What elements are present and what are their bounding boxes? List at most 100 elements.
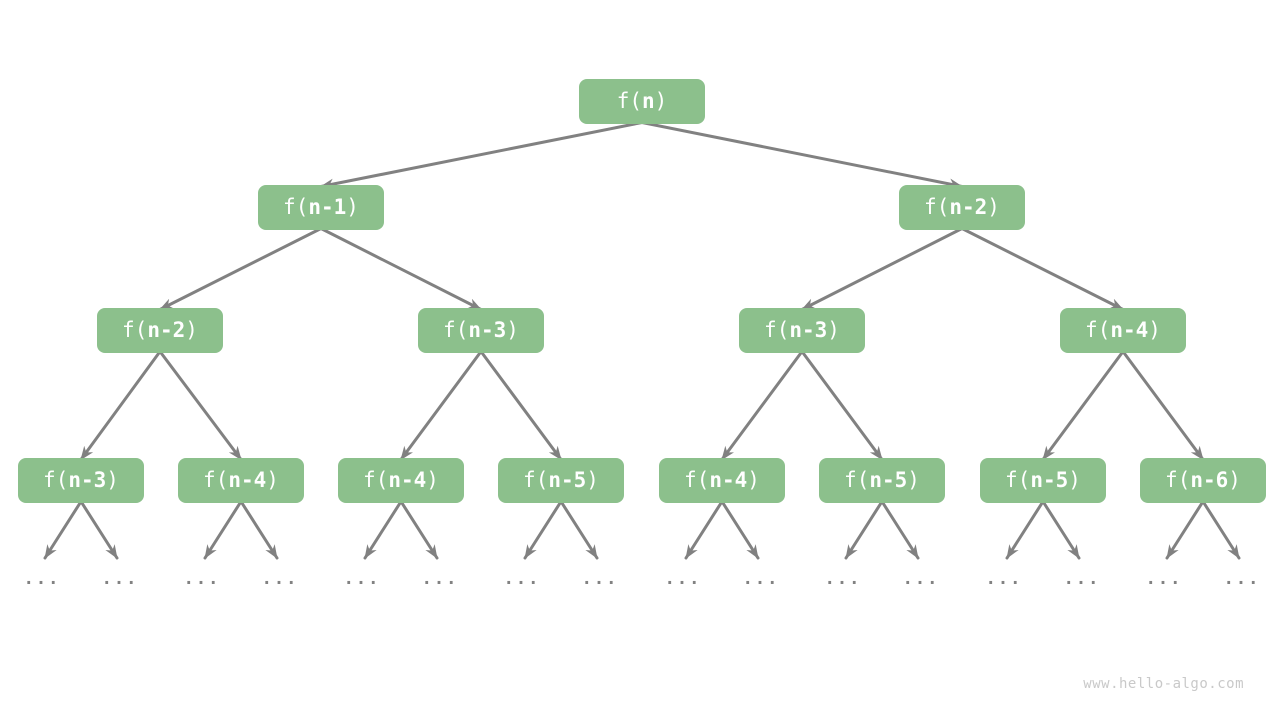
tree-node: f(n-3) [418,307,544,353]
edge-arrow [479,350,563,461]
edge-arrow [1041,350,1125,461]
tree-node: f(n-4) [178,457,304,503]
tree-node: f(n-3) [18,457,144,503]
node-label-suffix: ) [106,467,119,492]
edge-arrow [800,350,884,461]
edge-arrow [684,500,724,560]
edge-arrow [319,227,483,311]
ellipsis-leaf: ... [824,569,862,589]
edge-arrow [79,350,162,461]
node-label-suffix: ) [1228,467,1241,492]
node-label-arg: n-4 [228,467,267,492]
edge-arrow [1201,500,1241,560]
tree-node: f(n-5) [498,457,624,503]
ellipsis-leaf: ... [742,569,780,589]
node-label-suffix: ) [747,467,760,492]
ellipsis-leaf: ... [1063,569,1101,589]
ellipsis-leaf: ... [1223,569,1261,589]
node-label-prefix: f( [844,467,870,492]
ellipsis-leaf: ... [23,569,61,589]
node-label-arg: n-4 [709,467,748,492]
tree-node: f(n-1) [258,184,384,230]
node-label-arg: n-3 [789,317,828,342]
node-label-suffix: ) [654,88,668,113]
tree-node: f(n) [579,78,705,124]
node-label-suffix: ) [586,467,599,492]
node-label-prefix: f( [283,194,309,219]
node-label-suffix: ) [1148,317,1161,342]
ellipsis-leaf: ... [421,569,459,589]
node-label-arg: n-5 [1030,467,1069,492]
node-label-suffix: ) [506,317,519,342]
edge-arrow [79,500,119,560]
edge-arrow [1121,350,1205,461]
node-label-prefix: f( [443,317,469,342]
ellipsis-leaf: ... [343,569,381,589]
node-label-suffix: ) [266,467,279,492]
edge-arrow [523,500,563,560]
watermark: www.hello-algo.com [1083,676,1244,692]
ellipsis-leaf: ... [101,569,139,589]
edge-arrow [1165,500,1205,560]
tree-node: f(n-4) [659,457,785,503]
tree-node: f(n-3) [739,307,865,353]
ellipsis-leaf: ... [581,569,619,589]
node-label-prefix: f( [203,467,229,492]
node-label-prefix: f( [1085,317,1111,342]
edge-arrow [239,500,279,560]
node-label-arg: n-5 [548,467,587,492]
edge-arrow [399,350,483,461]
node-label-suffix: ) [346,194,359,219]
edge-arrow [800,227,964,311]
node-label-suffix: ) [426,467,439,492]
node-label-arg: n-4 [1110,317,1149,342]
tree-node: f(n-5) [980,457,1106,503]
node-label-prefix: f( [1005,467,1031,492]
tree-node: f(n-4) [338,457,464,503]
edge-arrow [363,500,403,560]
edge-arrow [158,227,323,311]
node-label-arg: n-3 [68,467,107,492]
node-label-arg: n-1 [308,194,347,219]
node-label-arg: n-6 [1190,467,1229,492]
edge-arrow [720,500,760,560]
node-label-arg: n-2 [147,317,186,342]
node-label-prefix: f( [764,317,790,342]
ellipsis-leaf: ... [1145,569,1183,589]
edge-arrow [960,227,1125,311]
node-label-arg: n-5 [869,467,908,492]
edge-arrow [844,500,884,560]
ellipsis-leaf: ... [183,569,221,589]
node-label-prefix: f( [684,467,710,492]
edge-group [43,121,1241,560]
node-label-suffix: ) [907,467,920,492]
edge-arrow [1041,500,1081,560]
ellipsis-leaf: ... [902,569,940,589]
node-label-prefix: f( [363,467,389,492]
node-label-arg: n-2 [949,194,988,219]
node-label-prefix: f( [924,194,950,219]
node-label-prefix: f( [43,467,69,492]
node-label-prefix: f( [523,467,549,492]
tree-node: f(n-4) [1060,307,1186,353]
node-label-prefix: f( [1165,467,1191,492]
node-label-arg: n [641,88,655,113]
node-label-prefix: f( [122,317,148,342]
edge-arrow [203,500,243,560]
edge-arrow [880,500,920,560]
node-label-suffix: ) [987,194,1000,219]
node-label-suffix: ) [185,317,198,342]
ellipsis-leaf: ... [503,569,541,589]
node-label-prefix: f( [616,88,642,113]
edge-arrow [43,500,83,560]
ellipsis-leaf: ... [261,569,299,589]
edge-arrow [559,500,599,560]
tree-node: f(n-5) [819,457,945,503]
tree-node: f(n-6) [1140,457,1266,503]
node-label-suffix: ) [827,317,840,342]
node-label-suffix: ) [1068,467,1081,492]
edge-arrow [399,500,439,560]
node-label-arg: n-4 [388,467,427,492]
